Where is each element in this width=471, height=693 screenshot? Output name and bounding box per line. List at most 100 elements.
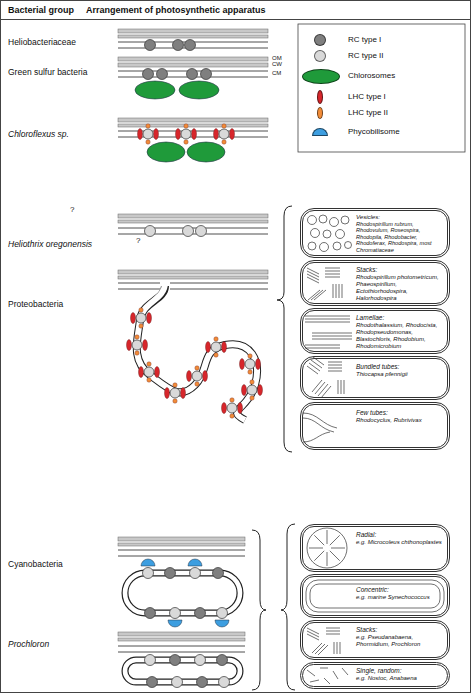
- cyanobacteria-membrane: [195, 608, 206, 619]
- cell-diagram-box: Single, random:e.g. Nostoc, Anabaena: [300, 662, 450, 689]
- genus-list: Rhodospirillum photometricum, Phaeospiri…: [356, 274, 442, 302]
- heliobacteria-membrane: [173, 40, 184, 51]
- group-bracket: [277, 206, 292, 452]
- cyanobacteria-membrane: [215, 620, 229, 627]
- cell-sketch: [307, 271, 319, 277]
- cell-sketch: [308, 242, 316, 250]
- cell-sketch: [328, 362, 342, 363]
- chloroflexus-membrane: [118, 118, 268, 162]
- cell-sketch: [303, 413, 337, 428]
- prochloron-membrane: [147, 677, 158, 688]
- prochloron-membrane: [118, 638, 245, 641]
- cell-sketch: [307, 277, 319, 283]
- arrangement-type: Vesicles:: [356, 214, 442, 221]
- cell-diagram-box: Concentric:e.g. marine Synechococcus: [300, 574, 450, 618]
- cell-sketch: [308, 216, 317, 225]
- prochloron-membrane: [170, 655, 181, 666]
- cell-text: Radial:e.g. Microcoleus chthonoplastes: [356, 531, 442, 546]
- cell-sketch: [339, 284, 340, 298]
- column-header: Bacterial group: [8, 5, 74, 15]
- cell-sketch: [326, 634, 340, 635]
- cell-sketch: [309, 363, 320, 371]
- genus-list: Rhodothalassium, Rhodocista, Rhodopseudo…: [356, 322, 442, 350]
- group-label: Prochloron: [8, 640, 49, 650]
- column-header: Arrangement of photosynthetic apparatus: [86, 5, 266, 15]
- prochloron-membrane: [118, 652, 245, 653]
- heliothrix-membrane: [118, 214, 268, 237]
- proteobacteria-membrane: [139, 362, 160, 382]
- cell-sketch: [328, 371, 342, 372]
- cell-sketch: [307, 670, 315, 676]
- arrangement-type: Concentric:: [356, 586, 442, 594]
- cell-text: Stacks:e.g. Pseudanabaena, Phormidium, P…: [356, 626, 442, 648]
- heliobacteria-membrane: [118, 29, 268, 51]
- cell-sketch: [330, 551, 340, 561]
- cell-sketch: [345, 242, 352, 249]
- cell-sketch: [314, 290, 326, 300]
- proteobacteria-membrane: [118, 270, 268, 274]
- cell-sketch: [327, 552, 328, 566]
- cell-sketch: [331, 548, 345, 549]
- heliothrix-membrane: [196, 226, 207, 237]
- cell-sketch: [307, 634, 319, 640]
- prochloron-membrane: [197, 677, 208, 688]
- legend-swatch: [312, 128, 328, 136]
- proteobacteria-membrane: [222, 398, 243, 418]
- group-label: ?: [136, 236, 140, 245]
- cell-diagram-box: Stacks:Rhodospirillum photometricum, Pha…: [300, 260, 450, 306]
- group-bracket: [281, 524, 295, 690]
- cell-sketch: [318, 645, 328, 655]
- cell-sketch: [312, 333, 352, 334]
- proteobacteria-membrane: [170, 289, 268, 290]
- cell-text: Single, random:e.g. Nostoc, Anabaena: [356, 667, 442, 682]
- cell-sketch: [323, 230, 331, 238]
- proteobacteria-membrane: [240, 354, 261, 374]
- cell-sketch: [336, 284, 337, 298]
- cell-text: Vesicles:Rhodospirillum rubrum, Rhodovul…: [356, 214, 442, 253]
- cell-sketch: [307, 631, 319, 637]
- cell-sketch: [333, 242, 341, 250]
- proteobacteria-membrane: [170, 283, 268, 284]
- cell-sketch: [341, 216, 349, 224]
- group-bracket: [252, 206, 295, 690]
- green-sulfur-membrane: [179, 81, 219, 99]
- cell-sketch: [307, 628, 319, 634]
- cell-sketch: [303, 432, 330, 442]
- cell-sketch: [327, 530, 328, 544]
- cell-diagram-box: Bundled tubes:Thiocapsa pfennigii: [300, 356, 450, 400]
- cyanobacteria-membrane: [190, 568, 201, 579]
- cell-sketch: [333, 671, 338, 679]
- chloroflexus-membrane: [147, 142, 185, 162]
- cell-sketch: [307, 528, 347, 568]
- cell-sketch: [337, 642, 338, 654]
- heliobacteria-membrane: [118, 29, 268, 33]
- cell-sketch: [321, 386, 331, 398]
- heliothrix-membrane: [118, 214, 268, 218]
- green-sulfur-membrane: [118, 57, 268, 99]
- cyanobacteria-membrane: [125, 573, 240, 613]
- proteobacteria-membrane: [165, 383, 186, 403]
- cell-sketch: [312, 339, 352, 340]
- proteobacteria-membrane: [137, 283, 257, 420]
- legend-text: LHC type II: [348, 108, 388, 118]
- cell-text: Lamellae:Rhodothalassium, Rhodocista, Rh…: [356, 314, 442, 350]
- green-sulfur-membrane: [201, 69, 212, 80]
- legend-swatch: [317, 107, 323, 119]
- genus-list: Rhodospirillum rubrum, Rhodovulum, Roseo…: [356, 221, 442, 253]
- group-label: ?: [70, 205, 74, 214]
- heliobacteria-membrane: [118, 35, 268, 38]
- arrangement-type: Stacks:: [356, 266, 442, 274]
- arrangement-type: Single, random:: [356, 667, 442, 675]
- proteobacteria-membrane: [206, 337, 227, 357]
- cell-sketch: [341, 380, 342, 394]
- green-sulfur-membrane: [118, 63, 268, 67]
- heliothrix-membrane: [118, 220, 268, 223]
- cell-sketch: [325, 271, 340, 272]
- green-sulfur-membrane: [135, 81, 175, 99]
- cell-sketch: [318, 384, 328, 396]
- genus-list: e.g. Nostoc, Anabaena: [356, 675, 442, 682]
- cell-diagram-box: Radial:e.g. Microcoleus chthonoplastes: [300, 524, 450, 572]
- frame: [298, 24, 465, 152]
- cell-sketch: [307, 366, 318, 374]
- cell-sketch: [315, 644, 325, 654]
